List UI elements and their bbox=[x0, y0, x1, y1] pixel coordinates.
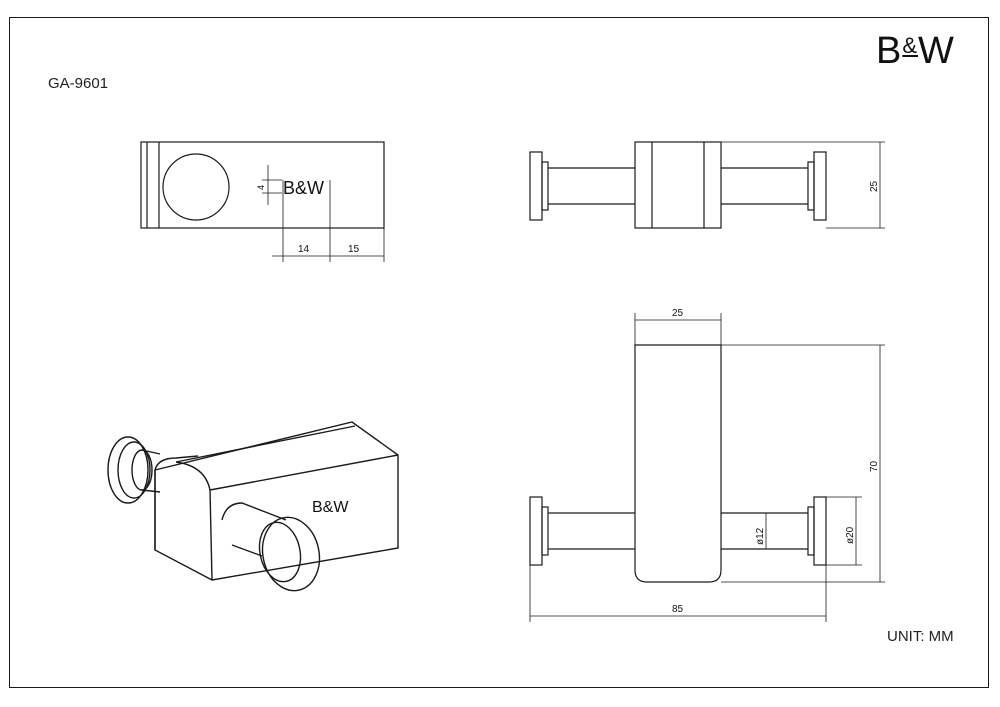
brand-logo-w: W bbox=[918, 30, 955, 72]
dim-front-height: 25 bbox=[869, 180, 880, 192]
iso-body-edge bbox=[175, 425, 356, 581]
top-view: B&W 4 14 15 bbox=[140, 141, 385, 262]
iso-back-pin bbox=[141, 489, 161, 493]
side-left-knob bbox=[529, 496, 543, 566]
iso-back-knob-rim bbox=[117, 441, 151, 499]
brand-logo-amp: & bbox=[902, 33, 919, 58]
top-view-knob bbox=[162, 153, 230, 221]
iso-logo: B&W bbox=[312, 499, 349, 516]
dim-pin-diameter: ø12 bbox=[755, 527, 766, 545]
side-right-knob-neck bbox=[807, 506, 815, 556]
side-left-knob-neck bbox=[541, 506, 549, 556]
side-right-knob bbox=[813, 496, 827, 566]
brand-logo-b: B bbox=[876, 30, 903, 72]
iso-body-edge bbox=[209, 454, 399, 491]
iso-body-outline bbox=[154, 421, 399, 581]
iso-back-knob bbox=[107, 436, 149, 504]
iso-front-pin bbox=[221, 502, 287, 521]
front-view: 25 bbox=[529, 141, 885, 229]
iso-front-pin bbox=[231, 544, 263, 557]
side-body bbox=[634, 344, 722, 583]
front-left-knob-neck bbox=[541, 161, 549, 211]
top-view-logo: B&W bbox=[283, 178, 324, 198]
dim-logo-height: 4 bbox=[256, 185, 266, 190]
unit-label: UNIT: MM bbox=[887, 628, 954, 645]
front-center-body bbox=[634, 141, 722, 229]
iso-front-knob-rim bbox=[258, 521, 302, 583]
dim-logo-offset-b: 15 bbox=[348, 244, 360, 255]
dim-body-length: 70 bbox=[869, 460, 880, 472]
side-view: 25 ø12 ø20 70 bbox=[529, 308, 885, 622]
top-view-plate bbox=[140, 141, 385, 229]
iso-front-knob bbox=[261, 516, 321, 592]
iso-back-knob-inner bbox=[131, 449, 153, 491]
drawing-frame bbox=[9, 17, 989, 688]
dim-knob-diameter: ø20 bbox=[845, 526, 856, 544]
front-left-knob bbox=[529, 151, 543, 221]
iso-back-pin bbox=[141, 449, 161, 455]
drawing-code: GA-9601 bbox=[48, 75, 109, 92]
front-right-knob-neck bbox=[807, 161, 815, 211]
brand-logo: B&W bbox=[876, 24, 955, 73]
dim-logo-offset-a: 14 bbox=[298, 244, 310, 255]
dim-top-width: 25 bbox=[672, 308, 684, 319]
front-right-knob bbox=[813, 151, 827, 221]
dim-overall-width: 85 bbox=[672, 604, 684, 615]
isometric-view: B&W bbox=[107, 421, 399, 592]
iso-body-edge bbox=[154, 455, 199, 471]
